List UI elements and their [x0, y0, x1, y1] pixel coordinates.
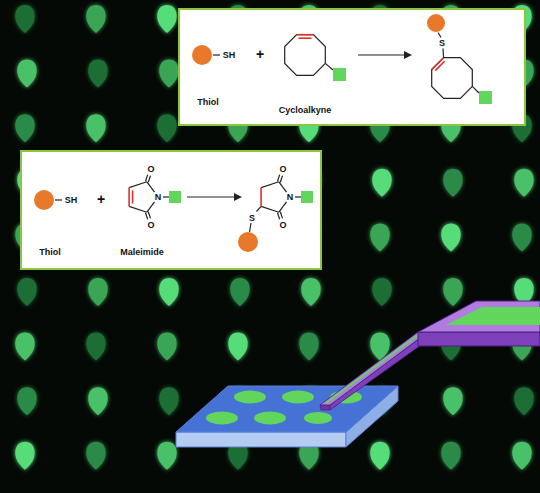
- fluorescent-spot: [157, 114, 176, 142]
- fluorescent-spot: [443, 169, 462, 197]
- atom-label: O: [279, 165, 286, 174]
- atom-label: O: [147, 165, 154, 174]
- fluorescent-spot: [514, 169, 533, 197]
- atom-label: S: [249, 214, 255, 223]
- atom-label: O: [279, 220, 286, 229]
- fluorescent-spot: [157, 333, 176, 361]
- compound-label: Maleimide: [120, 248, 164, 257]
- fluorescent-spot: [15, 5, 34, 33]
- fluorescent-spot: [157, 442, 176, 470]
- fluorescent-spot: [159, 387, 178, 415]
- scheme-panel: O O SH + N N S O O Thiol Maleimide: [20, 150, 322, 270]
- fluorescent-spot: [88, 387, 107, 415]
- compound-label: Thiol: [197, 98, 219, 107]
- fluorescent-spot: [370, 223, 389, 251]
- spot-grid: [15, 5, 533, 470]
- fluorescent-spot: [15, 114, 34, 142]
- fluorescent-spot: [88, 278, 107, 306]
- fluorescent-spot: [86, 5, 105, 33]
- atom-label: SH: [65, 196, 78, 205]
- scheme-panel: SH + S ThiolCycloalkyne: [178, 8, 526, 126]
- fluorescent-spot: [86, 333, 105, 361]
- fluorescent-spot: [301, 278, 320, 306]
- fluorescent-spot: [441, 223, 460, 251]
- fluorescent-spot: [86, 442, 105, 470]
- atom-label: SH: [223, 51, 236, 60]
- atom-label: O: [147, 220, 154, 229]
- plus-sign: +: [97, 192, 105, 206]
- atom-label: N: [287, 193, 294, 202]
- glass-slide: [176, 386, 398, 447]
- fluorescent-spot: [299, 333, 318, 361]
- fluorescent-spot: [441, 442, 460, 470]
- atom-label: N: [155, 193, 162, 202]
- plus-sign: +: [256, 47, 264, 61]
- compound-label: Thiol: [39, 248, 61, 257]
- atom-label: S: [439, 39, 445, 48]
- fluorescent-spot: [372, 278, 391, 306]
- fluorescent-spot: [512, 442, 531, 470]
- fluorescent-spot: [443, 387, 462, 415]
- fluorescent-spot: [15, 442, 34, 470]
- fluorescent-spot: [17, 387, 36, 415]
- fluorescent-spot: [228, 333, 247, 361]
- fluorescent-spot: [159, 278, 178, 306]
- thiol-yne-scheme: [180, 10, 524, 124]
- compound-label: Cycloalkyne: [279, 106, 332, 115]
- cantilever-pen: [320, 301, 540, 410]
- fluorescent-spot: [514, 387, 533, 415]
- fluorescent-spot: [512, 223, 531, 251]
- fluorescent-spot: [372, 169, 391, 197]
- fluorescent-spot: [17, 60, 36, 88]
- fluorescent-spot: [88, 60, 107, 88]
- thiol-maleimide-scheme: [22, 152, 320, 268]
- fluorescent-spot: [86, 114, 105, 142]
- fluorescent-spot: [15, 333, 34, 361]
- fluorescent-spot: [157, 5, 176, 33]
- fluorescent-spot: [159, 60, 178, 88]
- fluorescent-spot: [370, 442, 389, 470]
- fluorescent-spot: [17, 278, 36, 306]
- fluorescent-spot: [443, 278, 462, 306]
- fluorescent-spot: [230, 278, 249, 306]
